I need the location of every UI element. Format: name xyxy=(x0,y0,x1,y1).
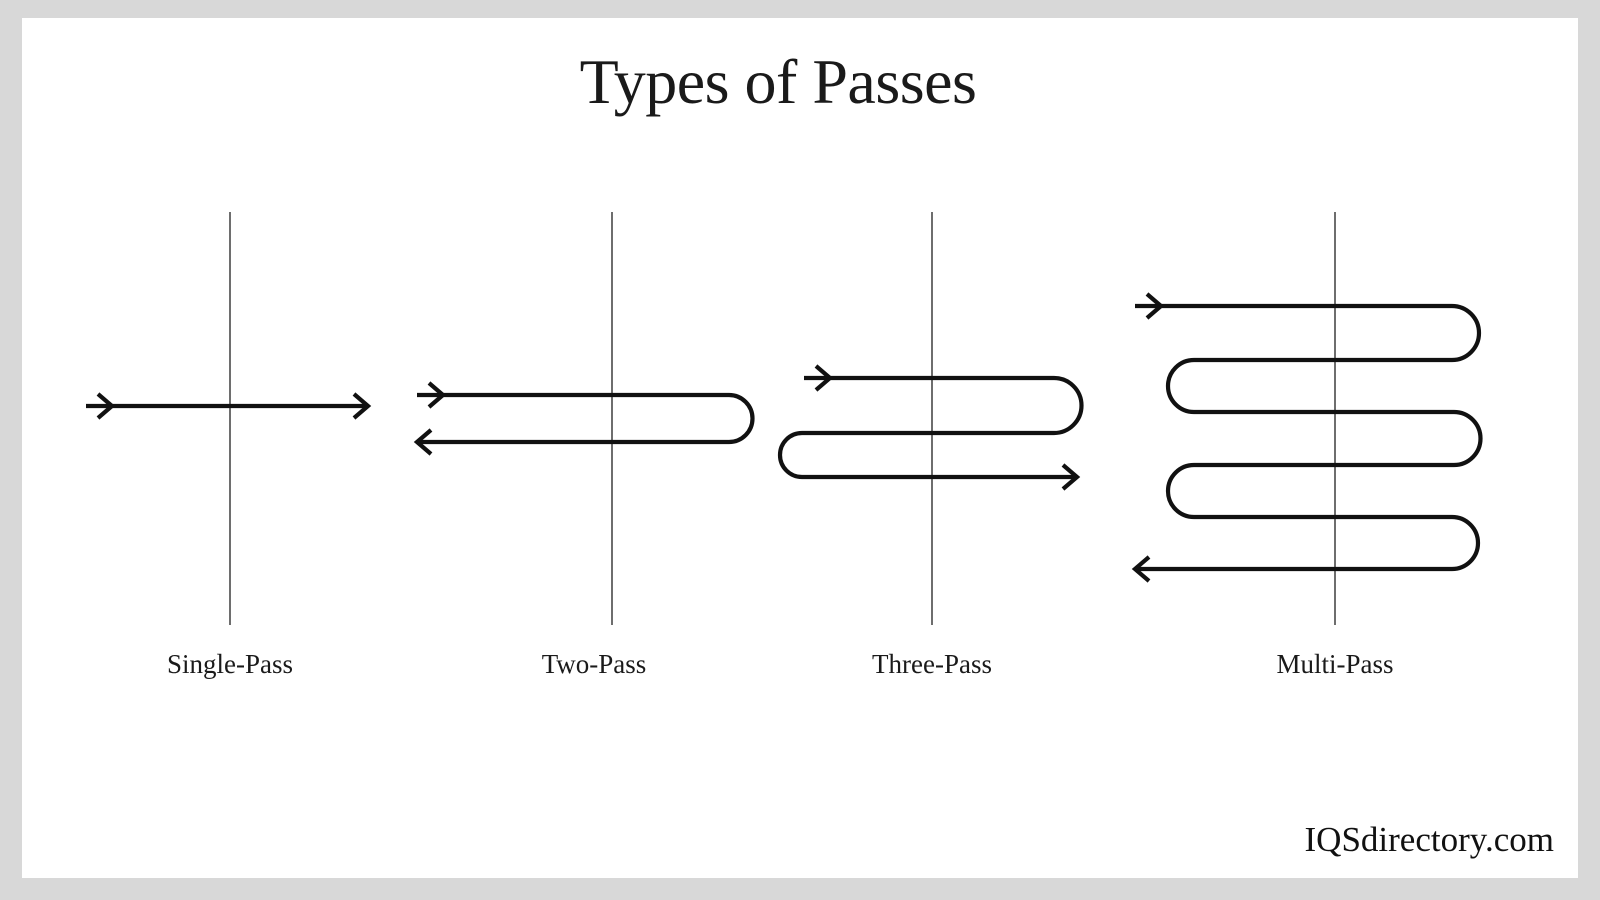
pass-label-two-pass: Two-Pass xyxy=(542,649,647,679)
arrow-end-left-icon-multi-pass xyxy=(1131,555,1151,583)
flow-path-multi-pass xyxy=(1135,303,1483,572)
arrow-start-right-icon-three-pass xyxy=(814,364,834,392)
arrow-start-right-icon-single-pass xyxy=(96,392,116,420)
watermark-label: IQSdirectory.com xyxy=(1305,820,1554,859)
pass-diagram-multi-pass: Multi-Pass xyxy=(1131,212,1483,679)
pass-label-single-pass: Single-Pass xyxy=(167,649,293,679)
figure-title: Types of Passes xyxy=(580,46,977,117)
diagram-layer: Single-Pass Two-Pass Three-Pass Multi-Pass xyxy=(86,212,1483,679)
passes-diagram: Types of Passes Single-Pass Two-Pass Three… xyxy=(86,46,1554,859)
pass-diagram-three-pass: Three-Pass xyxy=(777,212,1084,679)
pass-diagram-two-pass: Two-Pass xyxy=(413,212,755,679)
arrow-end-right-icon-single-pass xyxy=(352,392,372,420)
arrow-start-right-icon-two-pass xyxy=(427,381,447,409)
flow-path-two-pass xyxy=(417,392,755,445)
pass-label-three-pass: Three-Pass xyxy=(872,649,992,679)
pass-diagram-single-pass: Single-Pass xyxy=(86,212,372,679)
arrow-end-left-icon-two-pass xyxy=(413,428,433,456)
flow-path-three-pass xyxy=(777,375,1084,480)
arrow-end-right-icon-three-pass xyxy=(1061,463,1081,491)
pass-label-multi-pass: Multi-Pass xyxy=(1276,649,1393,679)
arrow-start-right-icon-multi-pass xyxy=(1145,292,1165,320)
figure-canvas: Types of Passes Single-Pass Two-Pass Three… xyxy=(22,18,1578,878)
